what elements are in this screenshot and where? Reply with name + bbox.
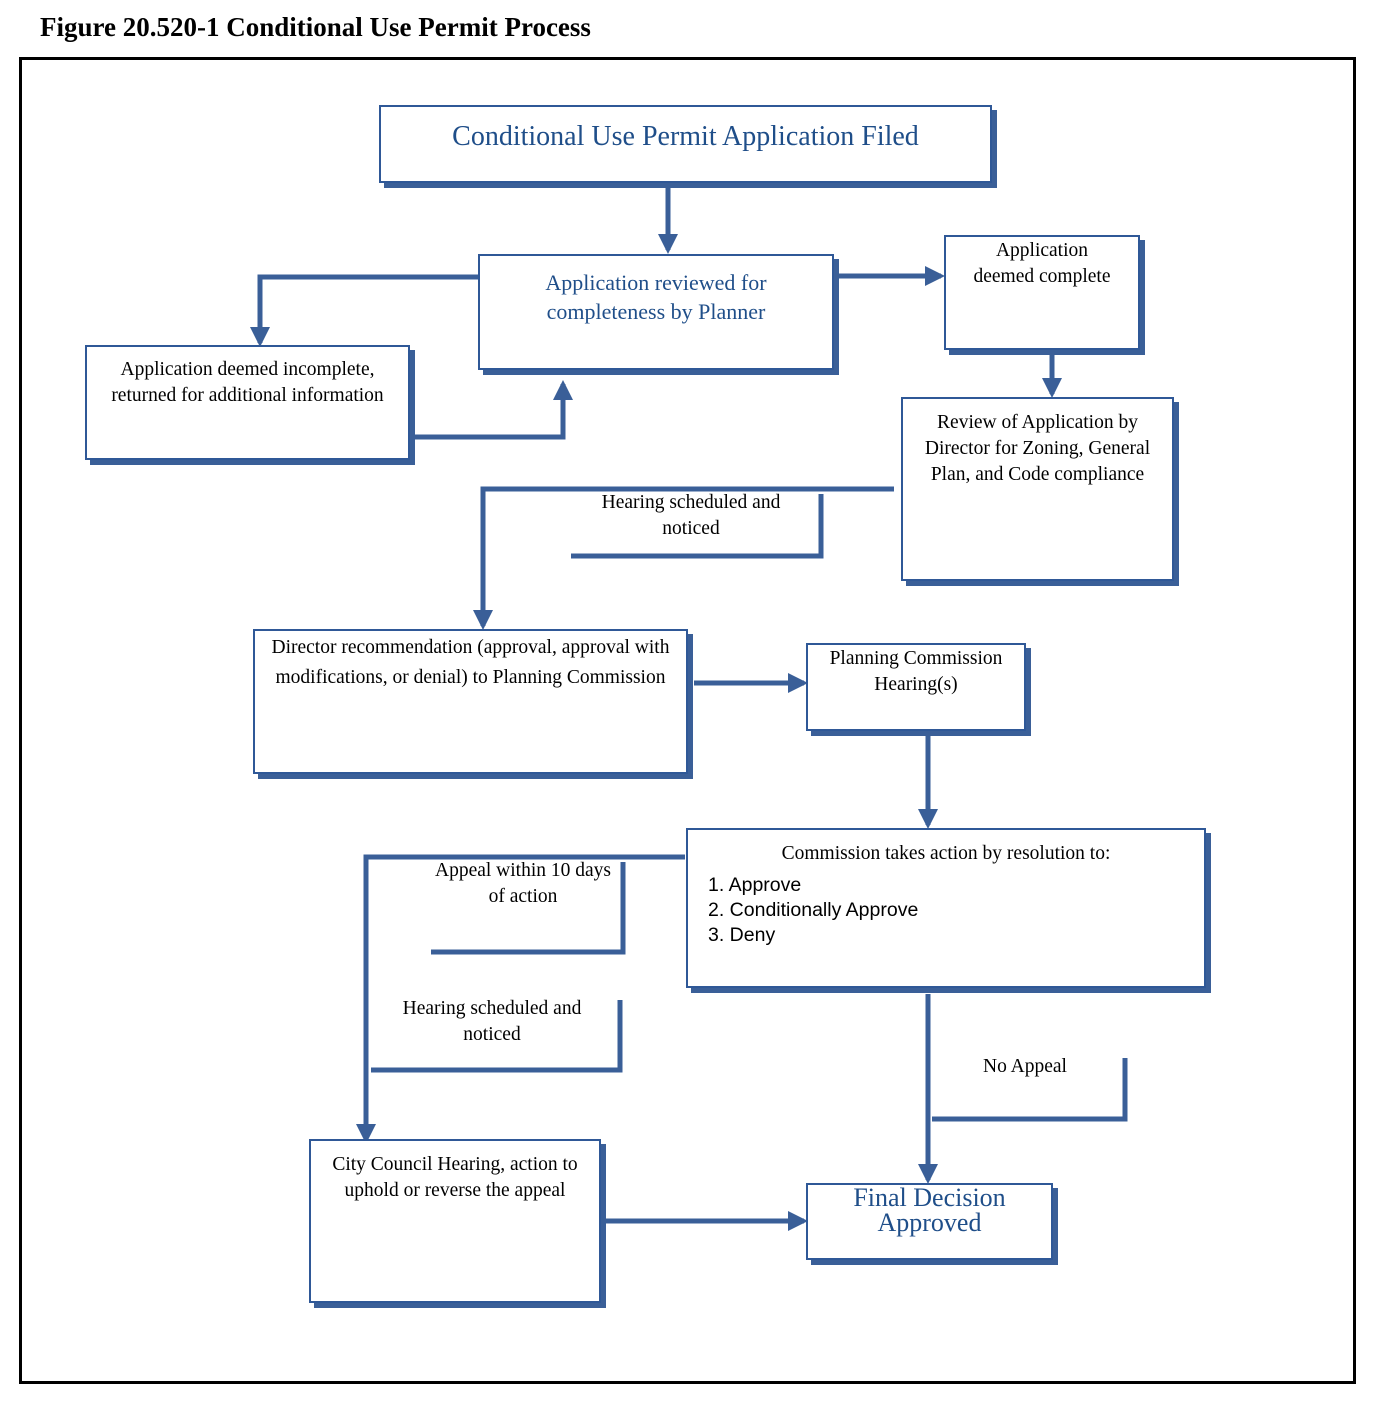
option-conditionally-approve: 2. Conditionally Approve: [708, 899, 919, 921]
label-hearing-scheduled-2: Hearing scheduled and noticed: [402, 998, 582, 1045]
label-hearing-scheduled-1: Hearing scheduled and noticed: [601, 492, 781, 539]
commission-action-heading: Commission takes action by resolution to…: [781, 843, 1111, 864]
node-reviewed-text: Application reviewed for completeness by…: [545, 270, 767, 324]
node-planning-commission-hearing: Planning Commission Hearing(s): [806, 643, 1026, 731]
option-deny: 3. Deny: [708, 924, 776, 946]
bracket-no-appeal: [932, 1058, 1128, 1122]
node-director-recommendation: Director recommendation (approval, appro…: [253, 629, 688, 774]
node-director-review-text: Review of Application by Director for Zo…: [924, 412, 1151, 485]
label-appeal-within-10-days: Appeal within 10 days of action: [434, 860, 611, 907]
node-pc-hearing-text: Planning Commission Hearing(s): [829, 648, 1003, 695]
node-director-recommendation-text: Director recommendation (approval, appro…: [271, 637, 670, 688]
option-approve: 1. Approve: [708, 874, 802, 896]
node-deemed-incomplete: Application deemed incomplete, returned …: [85, 345, 410, 460]
final-decision-line2: Approved: [877, 1208, 982, 1237]
node-director-review: Review of Application by Director for Zo…: [901, 397, 1174, 581]
node-deemed-complete: Application deemed complete: [944, 235, 1140, 350]
node-commission-action: Commission takes action by resolution to…: [686, 828, 1206, 988]
diagram-frame: [19, 57, 1356, 1384]
node-city-council-text: City Council Hearing, action to uphold o…: [332, 1154, 578, 1201]
bracket-appeal: [431, 862, 626, 955]
arrow-incomplete-to-review: [412, 380, 573, 440]
arrow-director-review-to-recommendation: [473, 486, 894, 630]
label-no-appeal: No Appeal: [983, 1056, 1067, 1077]
node-application-filed-text: Conditional Use Permit Application Filed: [452, 121, 919, 152]
figure-title: Figure 20.520-1 Conditional Use Permit P…: [40, 12, 591, 42]
bracket-hearing-scheduled-1: [571, 494, 824, 559]
node-city-council-hearing: City Council Hearing, action to uphold o…: [309, 1139, 601, 1303]
node-deemed-incomplete-text: Application deemed incomplete, returned …: [111, 359, 384, 406]
commission-action-options: 1. Approve 2. Conditionally Approve 3. D…: [708, 873, 1194, 948]
node-application-filed: Conditional Use Permit Application Filed: [379, 105, 992, 183]
arrow-review-to-incomplete: [250, 274, 478, 347]
arrow-appeal-to-council: [356, 854, 685, 1144]
node-reviewed-by-planner: Application reviewed for completeness by…: [478, 254, 834, 370]
final-decision-line1: Final Decision: [853, 1183, 1006, 1212]
node-final-decision: Final Decision Approved: [806, 1183, 1053, 1260]
bracket-hearing-scheduled-2: [371, 1000, 623, 1073]
node-deemed-complete-text: Application deemed complete: [973, 240, 1111, 287]
